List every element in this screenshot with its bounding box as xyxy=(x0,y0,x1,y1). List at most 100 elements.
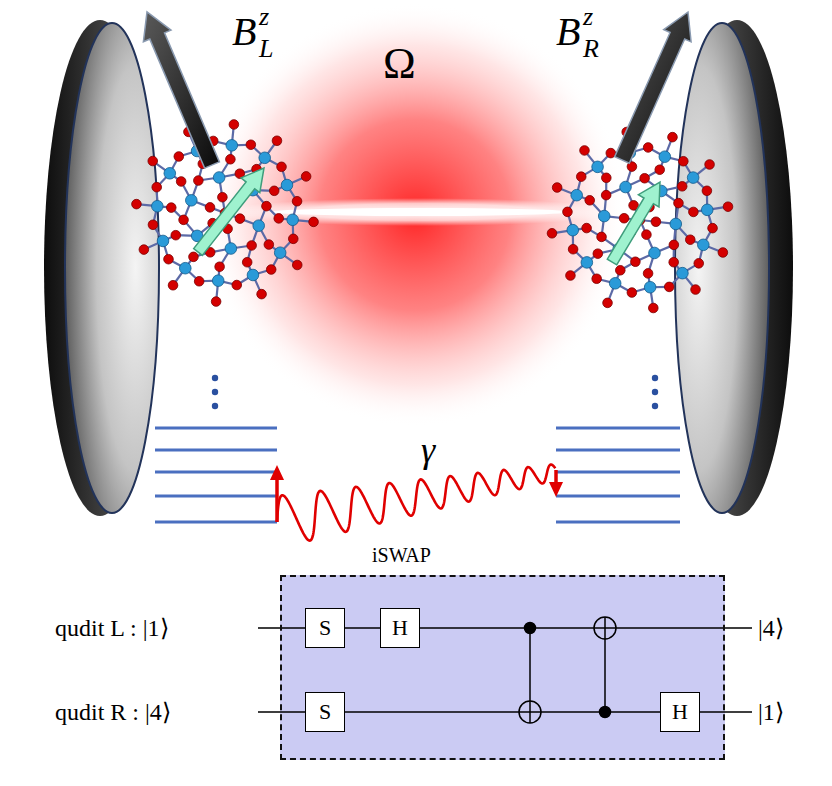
metal-atom xyxy=(670,218,682,230)
metal-atom xyxy=(274,247,286,259)
cnot-gates xyxy=(594,617,616,639)
metal-atom xyxy=(152,200,164,212)
metal-atom xyxy=(186,195,198,207)
transition-arrows xyxy=(549,482,563,497)
energy-levels xyxy=(155,495,277,498)
energy-levels xyxy=(556,427,680,430)
oxygen-atom xyxy=(593,249,603,259)
oxygen-atom xyxy=(674,198,684,208)
ellipsis-dots xyxy=(652,403,658,409)
oxygen-atom xyxy=(168,280,178,290)
oxygen-atom xyxy=(194,176,204,186)
field-subscript: L xyxy=(259,36,273,62)
oxygen-atom xyxy=(640,173,650,183)
oxygen-atom xyxy=(685,235,695,245)
oxygen-atom xyxy=(694,259,704,269)
cnot-gates xyxy=(604,617,606,712)
oxygen-atom xyxy=(226,154,236,164)
oxygen-atom xyxy=(568,244,578,254)
energy-levels xyxy=(556,471,680,474)
oxygen-atom xyxy=(309,217,319,227)
energy-levels xyxy=(155,521,277,524)
field-symbol: B xyxy=(232,12,256,52)
right-molecule xyxy=(547,127,733,313)
oxygen-atom xyxy=(627,288,637,298)
energy-levels xyxy=(155,449,277,452)
oxygen-atom xyxy=(677,182,687,192)
oxygen-atom xyxy=(264,240,274,250)
oxygen-atom xyxy=(580,146,590,156)
oxygen-atom xyxy=(179,215,189,225)
transition-arrows xyxy=(270,465,284,480)
ellipsis-dots xyxy=(212,375,658,409)
oxygen-atom xyxy=(257,289,267,299)
ellipsis-dots xyxy=(652,389,658,395)
oxygen-atom xyxy=(602,173,612,183)
metal-atom xyxy=(225,243,237,255)
rabi-frequency: Ω xyxy=(383,42,416,86)
oxygen-atom xyxy=(235,214,245,224)
oxygen-atom xyxy=(174,152,184,162)
oxygen-atom xyxy=(292,260,302,270)
oxygen-atom xyxy=(691,285,701,295)
energy-levels xyxy=(155,427,277,430)
oxygen-atom xyxy=(576,172,586,182)
metal-atom xyxy=(253,220,265,232)
oxygen-atom xyxy=(166,203,176,213)
metal-atom xyxy=(659,151,671,163)
energy-levels xyxy=(556,521,680,524)
oxygen-atom xyxy=(679,156,689,166)
metal-atom xyxy=(259,152,271,164)
energy-levels xyxy=(556,449,680,452)
output-state: |1⟩ xyxy=(758,700,784,724)
energy-levels xyxy=(556,495,680,498)
gate-label: S xyxy=(319,617,331,639)
metal-atom xyxy=(213,172,225,184)
oxygen-atom xyxy=(603,298,613,308)
field-arrow xyxy=(615,12,691,163)
oxygen-atom xyxy=(211,297,221,307)
cnot-gates xyxy=(519,617,616,723)
metal-atom xyxy=(620,181,632,193)
oxygen-atom xyxy=(708,223,718,233)
metal-atom xyxy=(281,179,293,191)
energy-levels xyxy=(155,428,680,522)
oxygen-atom xyxy=(642,230,652,240)
spin-arrow xyxy=(607,182,660,265)
oxygen-atom xyxy=(247,241,257,251)
gate-label: S xyxy=(319,701,331,723)
oxygen-atom xyxy=(705,160,715,170)
gate-block-fill xyxy=(280,575,725,760)
oxygen-atom xyxy=(643,143,653,153)
input-state: qudit L : |1⟩ xyxy=(55,616,169,640)
input-state: qudit R : |4⟩ xyxy=(55,700,171,724)
gate-box: H xyxy=(660,692,700,732)
qudit-wire xyxy=(345,627,380,629)
ellipsis-dots xyxy=(212,375,218,381)
oxygen-atom xyxy=(631,257,641,267)
oxygen-atom xyxy=(242,257,252,267)
field-superscript: z xyxy=(259,4,269,30)
oxygen-atom xyxy=(301,172,311,182)
oxygen-atom xyxy=(132,199,142,209)
oxygen-atom xyxy=(668,132,678,142)
laser-beam xyxy=(220,198,620,226)
oxygen-atom xyxy=(643,269,653,279)
gate-box: S xyxy=(305,692,345,732)
field-arrow xyxy=(143,12,691,265)
oxygen-atom xyxy=(592,274,602,284)
spin-arrow xyxy=(194,168,264,255)
oxygen-atom xyxy=(619,213,629,223)
oxygen-atom xyxy=(139,245,149,255)
gate-block-title: iSWAP xyxy=(372,545,431,565)
photon-wave xyxy=(277,465,555,541)
oxygen-atom xyxy=(651,217,661,227)
metal-atom xyxy=(164,167,176,179)
transition-arrows xyxy=(270,465,563,522)
cnot-gates xyxy=(525,623,536,634)
metal-atom xyxy=(687,172,699,184)
oxygen-atom xyxy=(152,182,162,192)
oxygen-atom xyxy=(277,162,287,172)
oxygen-atom xyxy=(205,203,215,213)
